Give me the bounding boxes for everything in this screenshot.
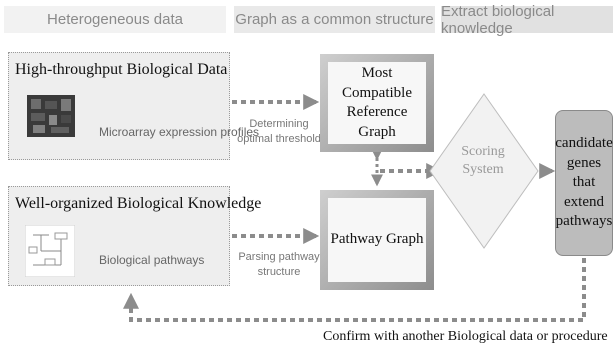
feedback-label: Confirm with another Biological data or … (323, 329, 608, 344)
header-label: Heterogeneous data (47, 11, 183, 28)
well-organized-title: Well-organized Biological Knowledge (15, 195, 262, 212)
edge-label-parsing: Parsing pathway structure (238, 251, 320, 278)
reference-graph-label: Most Compatible Reference Graph (328, 62, 426, 144)
pathway-graph-label: Pathway Graph (328, 198, 426, 282)
pathway-graph-box: Pathway Graph (320, 190, 434, 290)
header-label: Graph as a common structure (235, 11, 434, 28)
scoring-diamond (429, 93, 539, 249)
header-heterogeneous-data: Heterogeneous data (4, 6, 226, 33)
candidate-genes-label: candidate genes that extend pathways (555, 135, 613, 230)
high-throughput-subtitle: Microarray expression profiles (99, 125, 260, 139)
header-graph-structure: Graph as a common structure (234, 6, 435, 33)
microarray-thumbnail-icon (27, 95, 75, 137)
edge-label-threshold: Determining optimal threshold (237, 118, 321, 145)
pathway-thumbnail-icon (25, 225, 75, 277)
header-extract-knowledge: Extract biological knowledge (441, 3, 613, 37)
candidate-genes-box: candidate genes that extend pathways (555, 110, 613, 256)
well-organized-knowledge-box: Well-organized Biological Knowledge Biol… (8, 186, 261, 286)
scoring-system-label: Scoring System (461, 144, 505, 178)
header-label: Extract biological knowledge (441, 2, 555, 37)
arrow-feedback (123, 258, 586, 322)
high-throughput-title: High-throughput Biological Data (15, 61, 228, 78)
high-throughput-data-box: High-throughput Biological Data Microarr… (8, 52, 259, 160)
well-organized-subtitle: Biological pathways (99, 253, 205, 267)
reference-graph-box: Most Compatible Reference Graph (320, 54, 434, 152)
